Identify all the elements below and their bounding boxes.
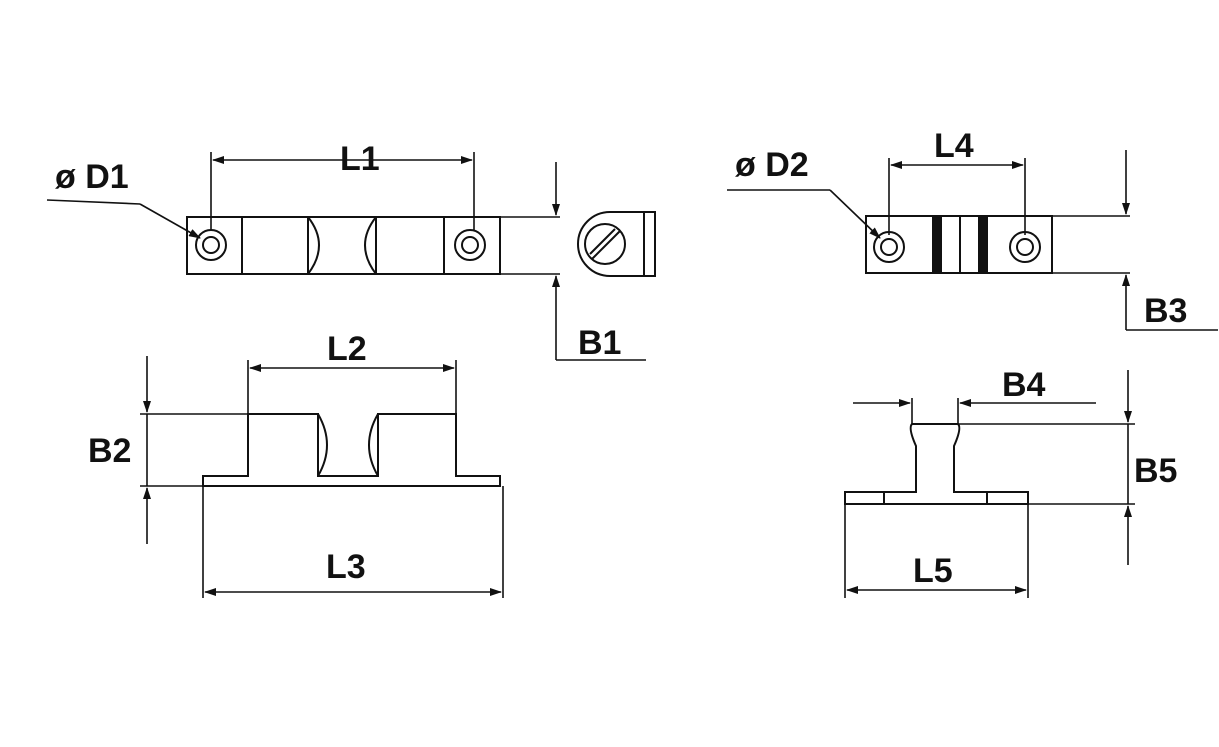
- label-l1: L1: [340, 140, 380, 178]
- dimension-l1: L1: [210, 140, 475, 230]
- label-l2: L2: [327, 330, 367, 368]
- label-b2: B2: [88, 432, 131, 470]
- latch-1-end-view: [577, 211, 656, 277]
- dimension-b1: B1: [552, 162, 646, 362]
- dimension-l2: L2: [247, 330, 457, 414]
- label-d1: ø D1: [55, 158, 129, 196]
- mounting-hole-left: [195, 229, 227, 261]
- label-l4: L4: [934, 127, 974, 165]
- dimension-b5: B5: [958, 370, 1177, 565]
- mounting-hole-right-2: [1009, 231, 1041, 263]
- latch-1-top-view: [186, 216, 501, 275]
- dimension-d1: ø D1: [46, 158, 201, 239]
- label-b1: B1: [578, 324, 621, 362]
- latch-2-top-view: [865, 215, 1053, 274]
- dimension-l4: L4: [888, 127, 1026, 235]
- label-d2: ø D2: [735, 146, 809, 184]
- latch-2-end-view: [844, 423, 1029, 505]
- dimension-l3: L3: [202, 486, 504, 598]
- dimension-b2: B2: [88, 356, 248, 544]
- screw-head-icon: [584, 223, 626, 265]
- label-l5: L5: [913, 552, 953, 590]
- dimension-d2: ø D2: [727, 146, 881, 239]
- dimension-b3: B3: [1122, 150, 1218, 331]
- label-b5: B5: [1134, 452, 1177, 490]
- dimension-b4: B4: [853, 366, 1096, 424]
- label-l3: L3: [326, 548, 366, 586]
- mounting-hole-right: [454, 229, 486, 261]
- dimension-l5: L5: [844, 504, 1029, 598]
- label-b3: B3: [1144, 292, 1187, 330]
- latch-1-side-view: [202, 413, 501, 487]
- label-b4: B4: [1002, 366, 1046, 404]
